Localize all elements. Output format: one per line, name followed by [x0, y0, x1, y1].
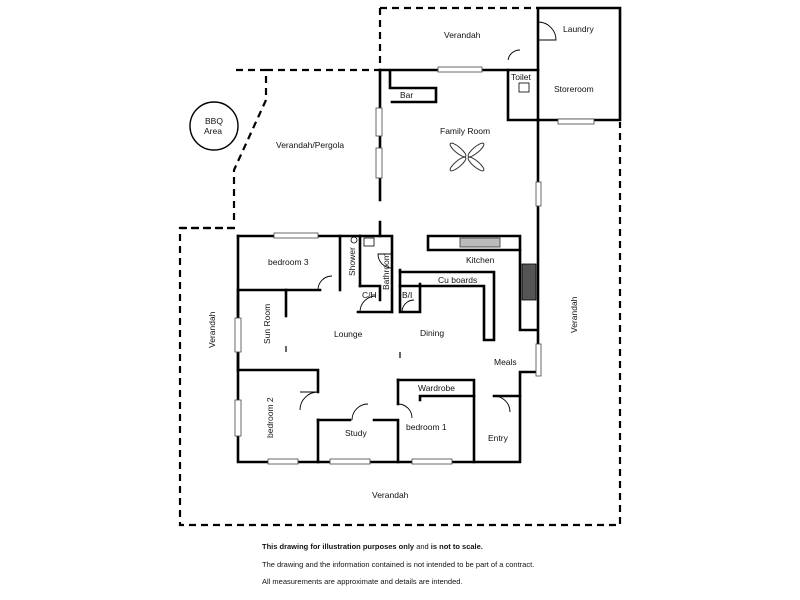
verandah-left-label: Verandah: [207, 311, 217, 348]
window: [411, 458, 453, 465]
window: [375, 107, 383, 137]
vanity-icon: [363, 237, 375, 247]
bbq-label-line1: BBQ: [205, 116, 223, 126]
door-laundry: [537, 21, 557, 41]
verandah-pergola-label: Verandah/Pergola: [276, 140, 344, 150]
study-right-wall: [372, 418, 400, 464]
sun-room-label: Sun Room: [262, 304, 272, 344]
verandah-right-label: Verandah: [569, 296, 579, 333]
bedroom2-top-wall: [236, 368, 320, 394]
door-bedroom2: [299, 391, 319, 411]
family-room-label: Family Room: [440, 126, 490, 136]
disclaimer-bold-b: is not to scale.: [430, 542, 483, 551]
disclaimer-line2: The drawing and the information containe…: [262, 560, 535, 569]
bedroom2-label: bedroom 2: [265, 397, 275, 438]
verandah-bottom-label: Verandah: [372, 490, 409, 500]
meals-label: Meals: [494, 357, 517, 367]
kitchen-label: Kitchen: [466, 255, 495, 265]
window: [375, 147, 383, 179]
storeroom-label: Storeroom: [554, 84, 594, 94]
window: [329, 458, 371, 465]
bar-counter: [388, 70, 438, 104]
window: [557, 118, 595, 125]
door-study: [351, 403, 369, 421]
bathroom-label: Bathroom: [381, 253, 391, 290]
lounge-label: Lounge: [334, 329, 363, 339]
bi-cupboard-wall: [398, 268, 422, 314]
stove-icon: [521, 263, 537, 301]
window: [234, 399, 242, 437]
dashed-boundaries: [178, 6, 622, 527]
entry-label: Entry: [488, 433, 509, 443]
kitchen-right-bench: [518, 248, 538, 332]
door-toilet: [507, 49, 521, 61]
door-bedroom1: [397, 403, 413, 419]
cu-boards-label: Cu boards: [438, 275, 477, 285]
toilet-left-wall: [506, 68, 540, 122]
wardrobe-label: Wardrobe: [418, 383, 455, 393]
ch-label: C/H: [362, 290, 377, 300]
window: [535, 181, 542, 207]
toilet-icon: [518, 82, 530, 93]
fixtures: [350, 82, 537, 301]
bar-label: Bar: [400, 90, 413, 100]
bedroom3-label: bedroom 3: [268, 257, 309, 267]
disclaimer-bold-a: This drawing for illustration purposes o…: [262, 542, 415, 551]
window: [535, 343, 542, 377]
verandah-top-label: Verandah: [444, 30, 481, 40]
shower-label: Shower: [347, 247, 357, 276]
door-ch: [359, 295, 377, 313]
toilet-label: Toilet: [511, 72, 531, 82]
bathroom-right-wall: [378, 234, 394, 314]
cu-boards-bench: [398, 270, 496, 342]
door-bi: [401, 299, 415, 313]
door-bedroom3: [317, 275, 333, 291]
windows: [234, 66, 595, 465]
disclaimer-mid: and: [414, 542, 431, 551]
ceiling-fan-icon: [449, 142, 485, 172]
bedroom1-label: bedroom 1: [406, 422, 447, 432]
pergola-left-edge: [232, 68, 268, 225]
dining-label: Dining: [420, 328, 444, 338]
bbq-label-line2: Area: [204, 126, 222, 136]
door-entry: [493, 395, 511, 413]
laundry-block-wall: [536, 6, 622, 122]
verandah-outer-edge: [178, 122, 622, 527]
window: [437, 66, 483, 73]
window: [267, 458, 299, 465]
study-label: Study: [345, 428, 367, 438]
sink-icon: [459, 237, 501, 248]
laundry-label: Laundry: [563, 24, 594, 34]
bbq-area-circle: [189, 101, 239, 151]
shower-bottom-wall: [358, 284, 382, 302]
bi-label: B/I: [402, 290, 412, 300]
disclaimer-line3: All measurements are approximate and det…: [262, 577, 463, 586]
door-bathroom: [377, 253, 393, 269]
doors: [299, 21, 557, 421]
disclaimer-line1: This drawing for illustration purposes o…: [262, 542, 483, 551]
room-labels: Verandah Laundry Toilet Storeroom Bar BB…: [204, 24, 594, 500]
window: [234, 317, 242, 353]
partition-stubs: [285, 222, 401, 358]
window: [273, 232, 319, 239]
shower-basin-icon: [350, 236, 358, 244]
